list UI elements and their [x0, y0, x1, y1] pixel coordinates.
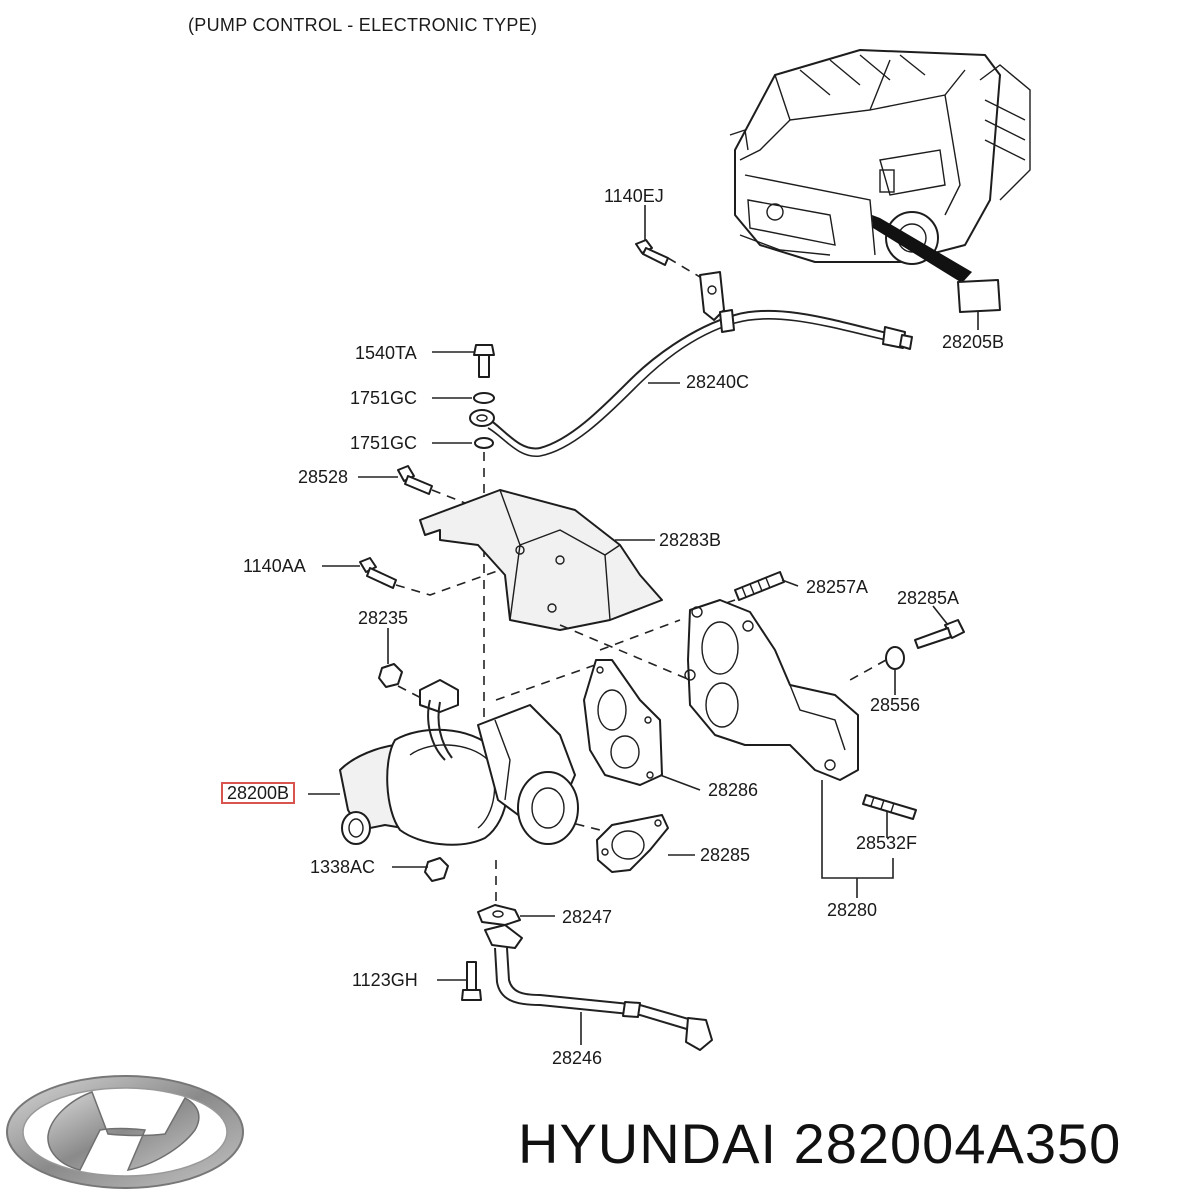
callout-28528: 28528 [298, 467, 349, 487]
brand-name: HYUNDAI [518, 1112, 778, 1175]
nut-1338ac [424, 857, 449, 882]
brand-and-part-number: HYUNDAI 282004A350 [518, 1112, 1121, 1176]
callout-1123gh: 1123GH [352, 970, 418, 990]
hyundai-logo-icon [6, 1075, 244, 1189]
callout-1540ta: 1540TA [355, 343, 417, 363]
callout-1751gc-b: 1751GC [350, 433, 418, 453]
washer-1751gc-lower [474, 437, 494, 449]
part-number: 282004A350 [793, 1112, 1122, 1175]
callout-28285: 28285 [700, 845, 751, 865]
vacuum-pipe-28240c [487, 309, 913, 457]
callout-28246: 28246 [552, 1048, 603, 1068]
bolt-1140ej [635, 239, 669, 266]
callout-1140ej: 1140EJ [604, 186, 664, 206]
stud-28257a [734, 571, 785, 601]
turbocharger-28200b [339, 679, 579, 846]
heat-shield-28283b [419, 489, 663, 631]
nut-28235 [378, 663, 403, 688]
callout-28240c: 28240C [686, 372, 750, 392]
callout-28247: 28247 [562, 907, 613, 927]
bolt-28285a [914, 619, 965, 649]
gasket-28285 [596, 814, 669, 873]
callout-28532f: 28532F [856, 833, 918, 853]
oil-drain-pipe-28246 [484, 924, 713, 1051]
diagram-title: (PUMP CONTROL - ELECTRONIC TYPE) [188, 15, 538, 35]
washer-28556 [885, 646, 905, 670]
callout-28556: 28556 [870, 695, 921, 715]
callout-28285a: 28285A [897, 588, 960, 608]
gasket-28247 [477, 904, 521, 926]
gasket-28286 [583, 659, 663, 786]
callout-28280: 28280 [827, 900, 878, 920]
bolt-1123gh [461, 961, 482, 1001]
banjo-fitting [469, 409, 495, 427]
pipe-bracket [699, 271, 725, 321]
callout-28283b: 28283B [659, 530, 722, 550]
callout-28235: 28235 [358, 608, 409, 628]
callout-1338ac: 1338AC [310, 857, 376, 877]
vehicle-illustration [729, 49, 1031, 313]
exhaust-manifold-28280 [684, 599, 859, 781]
washer-1751gc-upper [473, 392, 495, 404]
callout-1140aa: 1140AA [243, 556, 306, 576]
callout-28200b-highlighted[interactable]: 28200B [221, 782, 296, 804]
callout-1751gc-a: 1751GC [350, 388, 418, 408]
callout-28286: 28286 [708, 780, 759, 800]
callout-28205b: 28205B [942, 332, 1005, 352]
callout-28257a: 28257A [806, 577, 869, 597]
leader-lines [308, 205, 979, 1045]
bolt-28528 [397, 465, 433, 495]
bolt-1140aa [359, 557, 397, 589]
bolt-1540ta [473, 344, 495, 378]
stud-28532f [862, 794, 917, 820]
